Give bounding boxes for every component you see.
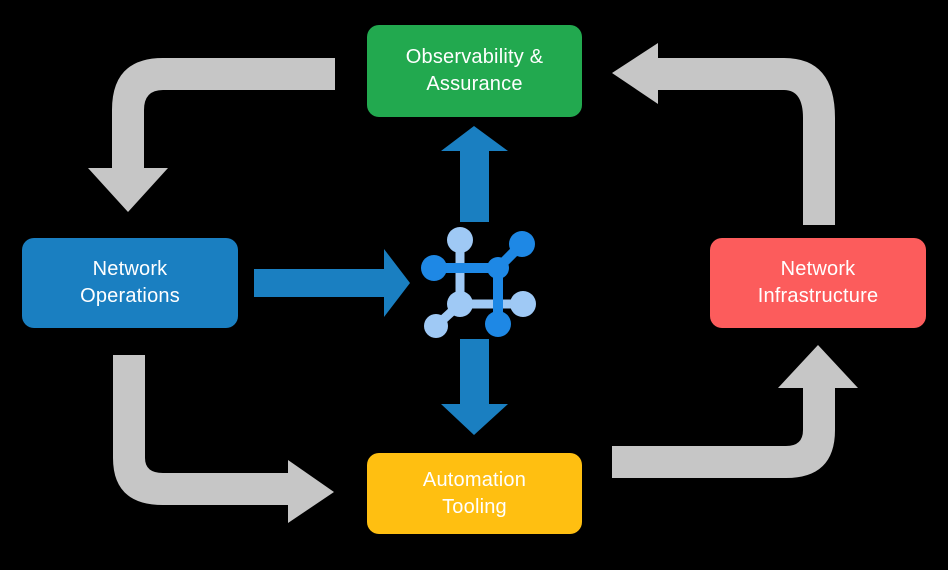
node-label-network-infrastructure: Network Infrastructure [757, 258, 879, 307]
node-network-operations[interactable]: Network Operations [22, 238, 238, 328]
node-label-network-operations: Network Operations [80, 258, 180, 307]
node-automation-tooling[interactable]: Automation Tooling [367, 453, 582, 534]
network-topology-icon [421, 227, 536, 338]
arrow-operations-to-center [254, 249, 410, 317]
arrow-infrastructure-to-observability [612, 43, 835, 225]
node-label-observability: Observability & Assurance [405, 46, 544, 95]
arrow-automation-to-infrastructure [612, 345, 858, 478]
arrow-observability-to-operations [88, 58, 335, 212]
arrow-center-to-automation [441, 339, 508, 435]
arrow-operations-to-automation [113, 355, 334, 523]
node-network-infrastructure[interactable]: Network Infrastructure [710, 238, 926, 328]
node-observability-assurance[interactable]: Observability & Assurance [367, 25, 582, 117]
node-label-automation-tooling: Automation Tooling [422, 468, 527, 518]
arrow-center-to-observability [441, 126, 508, 222]
